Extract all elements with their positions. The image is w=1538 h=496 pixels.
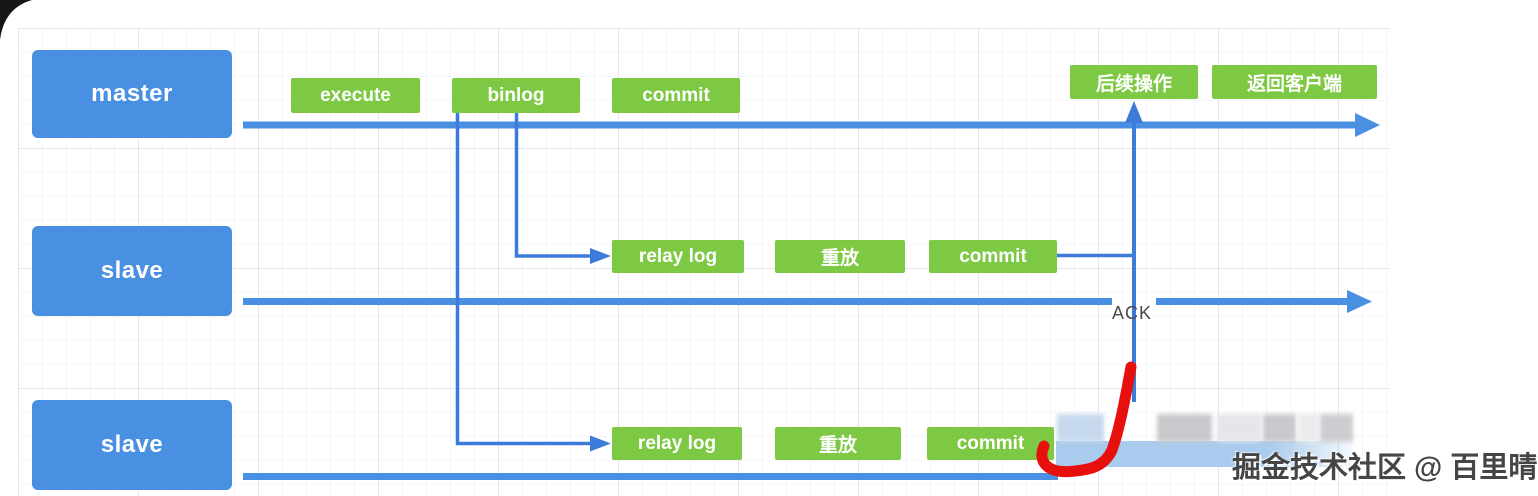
step-commit-slave1: commit [929, 240, 1057, 273]
censored-block [1217, 414, 1261, 442]
master-timeline-arrowhead [1355, 113, 1380, 137]
lane-label-slave2: slave [100, 431, 164, 458]
binlog-to-slave2-relaylog-connector [455, 112, 592, 446]
step-followup-operations: 后续操作 [1070, 65, 1198, 99]
step-commit-master: commit [612, 78, 740, 113]
censored-block [1057, 414, 1104, 442]
censored-block [1298, 414, 1318, 442]
step-return-to-client: 返回客户端 [1212, 65, 1377, 99]
binlog-to-slave1-relaylog-connector [514, 112, 592, 258]
red-checkmark-stroke [1036, 361, 1137, 478]
censored-block [1263, 414, 1296, 442]
lane-box-slave1: slave [32, 226, 232, 316]
censored-block [1320, 414, 1353, 442]
step-binlog: binlog [452, 78, 580, 113]
step-replay-slave1: 重放 [775, 240, 905, 273]
lane-box-slave2: slave [32, 400, 232, 490]
lane-box-master: master [32, 50, 232, 138]
step-replay-slave2: 重放 [775, 427, 901, 460]
slave1-timeline-arrowhead [1347, 290, 1372, 313]
step-execute: execute [291, 78, 420, 113]
ack-label: ACK [1112, 303, 1153, 323]
binlog-to-slave2-arrowhead [590, 435, 611, 452]
lane-label-slave1: slave [100, 257, 164, 284]
step-relay-log-slave2: relay log [612, 427, 742, 460]
screen-corner-decoration [0, 0, 32, 40]
step-commit-slave2: commit [927, 427, 1054, 460]
censored-block [1157, 414, 1212, 442]
step-relay-log-slave1: relay log [612, 240, 744, 273]
ack-up-arrowhead [1125, 101, 1143, 123]
lane-label-master: master [91, 80, 173, 107]
corner-wedge [0, 0, 32, 40]
binlog-to-slave1-arrowhead [590, 248, 611, 264]
watermark-text: 掘金技术社区 @ 百里晴鸢 [1232, 452, 1538, 484]
